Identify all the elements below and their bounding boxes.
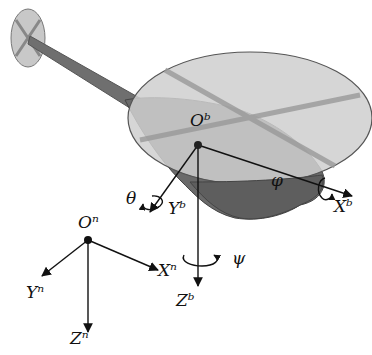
angle-label: φ <box>271 172 283 189</box>
origin-label: Oᵇ <box>190 112 211 129</box>
origin-label: Oⁿ <box>78 214 99 231</box>
axis-label: Zⁿ <box>70 330 89 347</box>
angle-label: ψ <box>232 250 245 267</box>
axis-label: Zᵇ <box>176 292 195 309</box>
axis-label: Xᵇ <box>334 198 353 215</box>
angle-label: θ <box>126 190 136 207</box>
axis-label: Yᵇ <box>168 200 186 217</box>
axis-label: Yⁿ <box>26 284 44 301</box>
axis-label: Xⁿ <box>158 262 177 279</box>
